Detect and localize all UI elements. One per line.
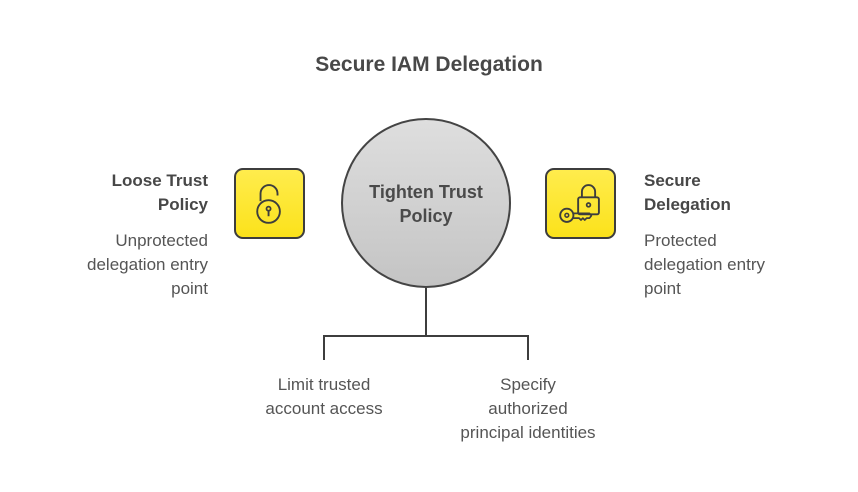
key-padlock-box	[545, 168, 616, 239]
center-node-label: Tighten Trust Policy	[341, 180, 511, 228]
right-label-title: Secure Delegation	[644, 169, 824, 217]
left-label-title: Loose Trust Policy	[40, 169, 208, 217]
left-desc-line3: point	[171, 279, 208, 298]
branch1-line2: account access	[265, 399, 383, 418]
right-title-line1: Secure	[644, 171, 701, 190]
branch-label-limit-access: Limit trusted account access	[234, 373, 414, 421]
branch2-line1: Specify	[500, 375, 556, 394]
right-desc-line2: delegation entry	[644, 255, 765, 274]
left-desc-line1: Unprotected	[115, 231, 208, 250]
left-title-line2: Policy	[157, 195, 208, 214]
right-label-description: Protected delegation entry point	[644, 229, 824, 301]
branch-label-specify-principals: Specify authorized principal identities	[428, 373, 628, 445]
right-desc-line1: Protected	[644, 231, 717, 250]
branch1-line1: Limit trusted	[277, 375, 371, 394]
right-desc-line3: point	[644, 279, 681, 298]
left-title-line1: Loose Trust	[111, 171, 208, 190]
center-label-line1: Tighten Trust	[369, 182, 483, 202]
diagram-title: Secure IAM Delegation	[315, 53, 543, 76]
right-title-line2: Delegation	[644, 195, 731, 214]
center-label-line2: Policy	[399, 206, 453, 226]
unlocked-padlock-icon	[256, 184, 281, 224]
left-label-description: Unprotected delegation entry point	[40, 229, 208, 301]
branch2-line3: principal identities	[460, 423, 596, 442]
key-and-padlock-icon	[559, 184, 600, 223]
branch2-line2: authorized	[488, 399, 568, 418]
left-desc-line2: delegation entry	[87, 255, 208, 274]
unlocked-padlock-box	[234, 168, 305, 239]
center-node-circle	[341, 118, 511, 288]
